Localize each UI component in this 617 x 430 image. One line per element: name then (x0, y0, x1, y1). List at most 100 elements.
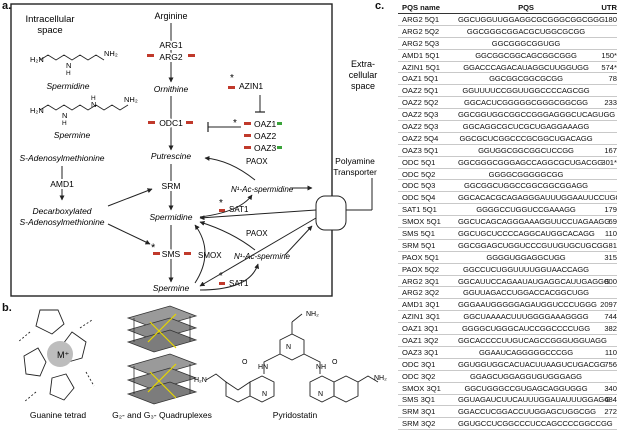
sms-star: * (151, 242, 156, 254)
extracellular-label-3: space (351, 81, 375, 91)
odc1-label: ODC1 (159, 118, 183, 128)
pqs-sequence-cell: GGACCUCGGACCUUGGAGCUGGCGG (458, 407, 596, 417)
utr-length-cell: 2097 (600, 300, 617, 310)
svg-text:NH₂: NH₂ (374, 375, 387, 382)
pqs-name-cell: ODC 5Q3 (402, 181, 436, 191)
utr-length-cell: 167 (604, 145, 617, 155)
utr-length-cell: 233 (604, 98, 617, 108)
pqs-name-cell: SMOX 5Q1 (402, 217, 441, 227)
utr-length-cell: 272 (604, 407, 617, 417)
header-pqs: PQS (518, 2, 534, 12)
intracellular-label-1: Intracellular (25, 14, 74, 25)
pqs-name-cell: OAZ3 3Q1 (402, 347, 439, 357)
spermidine-label: Spermidine (47, 81, 90, 91)
svg-text:ARG1: ARG1 (159, 40, 182, 50)
n1-spermine-label: N¹-Ac-spermine (234, 252, 291, 261)
pqs-name-cell: SRM 5Q1 (402, 240, 436, 250)
utr-length-cell: 179 (604, 205, 617, 215)
svg-text:NH₂: NH₂ (124, 95, 138, 104)
sam-label: S-Adenosylmethionine (19, 153, 104, 163)
svg-text:SRM: SRM (162, 181, 181, 191)
polyamine-pathway-diagram: Intracellular space Extra- cellular spac… (10, 3, 377, 297)
pqs-name-cell: PAOX 5Q2 (402, 264, 440, 274)
spermidine-structure (39, 54, 105, 61)
pqs-name-cell: OAZ2 5Q4 (402, 133, 439, 143)
svg-text:H₂N: H₂N (30, 106, 44, 115)
intracellular-label-2: space (37, 25, 62, 36)
oaz3-label: OAZ3 (254, 143, 276, 153)
guanine-tetrad-label: Guanine tetrad (30, 410, 87, 420)
pqs-name-cell: SMS 5Q1 (402, 228, 435, 238)
utr-length-cell: 81 (608, 240, 617, 250)
pqs-name-cell: OAZ2 5Q3 (402, 110, 439, 120)
svg-text:N: N (286, 344, 291, 351)
pqs-sequence-cell: GGAAUCAGGGGGCCCGG (478, 347, 574, 357)
pqs-sequence-cell: GGCACACGCAGAGGGAUUUGGAAUUCCUGG (458, 193, 617, 203)
spermidine-center-label: Spermidine (150, 212, 193, 222)
g4-marker-sat1a (219, 209, 225, 212)
svg-text:NH₂: NH₂ (306, 311, 319, 318)
pqs-sequence-cell: GGUAGAUCUUCAUUUGGAUAUUUGGAGG (458, 395, 611, 405)
pqs-name-cell: ODC 3Q1 (402, 359, 436, 369)
svg-text:H₂N: H₂N (194, 377, 207, 384)
sms-label: SMS (162, 249, 181, 259)
table-row: OAZ3 3Q1 GGAAUCAGGGGGCCCGG 110 (398, 347, 617, 359)
pqs-name-cell: OAZ2 5Q1 (402, 86, 439, 96)
pqs-sequence-cell: GGUUAGACCUGGACCACGGCUGG (463, 288, 589, 298)
pqs-name-cell: ARG2 3Q1 (402, 276, 440, 286)
pyridostatin-structure (205, 313, 379, 403)
sat1b-star: * (219, 271, 223, 282)
panel-label-c: c. (375, 0, 385, 12)
pqs-name-cell: OAZ1 5Q1 (402, 74, 439, 84)
paox-label-2: PAOX (246, 229, 268, 238)
pqs-sequence-cell: GGCGGGCGGUGG (491, 38, 561, 48)
g4-marker-oaz1-left (244, 122, 251, 125)
metal-cation-label: M⁺ (57, 350, 69, 360)
table-row: ARG2 3Q2 GGUUAGACCUGGACCACGGCUGG (398, 287, 617, 300)
pqs-name-cell: ARG2 3Q2 (402, 288, 440, 298)
utr-length-cell: 110 (604, 347, 617, 357)
pqs-name-cell: ODC 3Q2 (402, 371, 436, 381)
arg2-label: ARG2 (159, 52, 182, 62)
pqs-name-cell: ODC 5Q2 (402, 169, 436, 179)
smox-label: SMOX (198, 251, 222, 260)
pyridostatin-label: Pyridostatin (273, 410, 318, 420)
pqs-name-cell: SAT1 5Q1 (402, 205, 437, 215)
utr-length-cell: 110 (604, 228, 617, 238)
pqs-sequence-cell: GGGGCCUGGUCCGAAAGG (476, 205, 576, 215)
spermine-center-label: Spermine (153, 283, 190, 293)
svg-text:ARG2: ARG2 (159, 52, 182, 62)
utr-length-cell: 315 (604, 252, 617, 262)
azin1-star: * (230, 73, 234, 84)
header-utr: UTR (601, 2, 617, 12)
oaz1-label: OAZ1 (254, 119, 276, 129)
g4-marker-sms-right (184, 252, 191, 255)
pqs-sequence-cell: GGCGGAGCUGGUCCCGUUGUGCUGCGG (458, 240, 609, 250)
quadruplex-stack-top (126, 305, 198, 353)
utr-length-cell: 744 (604, 312, 617, 322)
pqs-sequence-cell: GGCUGCUCCCCAGGCAUGGCACAGG (458, 228, 595, 238)
transporter-label-2: Transporter (333, 167, 377, 177)
sat1a-label: SAT1 (229, 205, 249, 214)
